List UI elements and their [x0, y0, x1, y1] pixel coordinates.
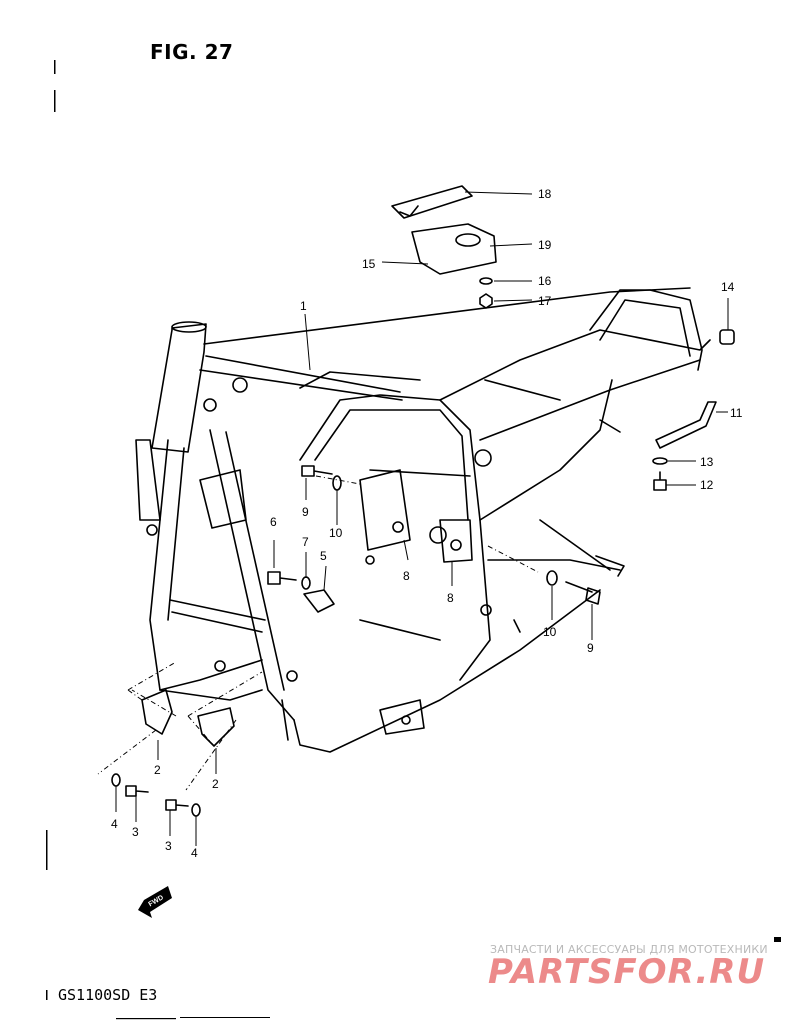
model-label: GS1100SD E3: [58, 986, 158, 1004]
part-17-nut: [479, 293, 493, 309]
part-10-washer-upper: [332, 475, 342, 491]
fwd-arrow-icon: FWD: [138, 886, 172, 918]
part-4-washer-left: [111, 773, 121, 787]
part-12-bolt: [653, 471, 667, 491]
part-14-cap: [719, 329, 735, 345]
callout-14: 14: [721, 280, 735, 294]
callout-8-left: 8: [403, 569, 410, 583]
part-3-bolt-right: [165, 799, 189, 811]
callout-1: 1: [300, 299, 307, 313]
callout-2-right: 2: [212, 777, 219, 791]
part-13-washer: [652, 457, 668, 465]
callout-4-right: 4: [191, 846, 198, 860]
callout-10-upper: 10: [329, 526, 343, 540]
callout-15: 15: [362, 257, 376, 271]
part-16-washer: [479, 277, 493, 285]
callout-16: 16: [538, 274, 552, 288]
watermark-tagline: ЗАПЧАСТИ И АКСЕССУАРЫ ДЛЯ МОТОТЕХНИКИ: [490, 943, 768, 956]
callout-3-right: 3: [165, 839, 172, 853]
part-9-bolt-upper: [301, 465, 333, 477]
callout-12: 12: [700, 478, 714, 492]
callout-4-left: 4: [111, 817, 118, 831]
callout-17: 17: [538, 294, 552, 308]
part-7-washer: [301, 576, 311, 590]
callout-7: 7: [302, 535, 309, 549]
main-frame: [135, 287, 711, 753]
callout-5: 5: [320, 549, 327, 563]
callout-18: 18: [538, 187, 552, 201]
callout-9-lower: 9: [587, 641, 594, 655]
callout-3-left: 3: [132, 825, 139, 839]
part-11-bracket: [655, 401, 717, 449]
part-3-bolt-left: [125, 785, 149, 797]
part-4-washer-right: [191, 803, 201, 817]
part-5-plate: [303, 589, 335, 613]
part-19-tray: [411, 223, 497, 275]
scan-marks: [46, 60, 781, 1020]
part-2-bracket-right: [197, 707, 235, 747]
callout-9-upper: 9: [302, 505, 309, 519]
part-9-bolt-lower: [565, 581, 601, 605]
figure-title: FIG. 27: [150, 40, 234, 64]
callout-8-right: 8: [447, 591, 454, 605]
callout-19: 19: [538, 238, 552, 252]
callout-11: 11: [730, 406, 743, 420]
part-18-strap: [391, 185, 473, 219]
callout-10-lower: 10: [543, 625, 557, 639]
watermark-logo: PARTSFOR.RU: [488, 952, 766, 992]
part-2-bracket-left: [141, 689, 173, 735]
part-10-washer-lower: [546, 570, 558, 586]
callout-6: 6: [270, 515, 277, 529]
callout-2-left: 2: [154, 763, 161, 777]
callout-labels: 1 18 19 15 16 17 14 11 13 12 9 10 6 7 5 …: [111, 187, 743, 860]
callout-13: 13: [700, 455, 714, 469]
part-6-bolt: [267, 571, 297, 585]
